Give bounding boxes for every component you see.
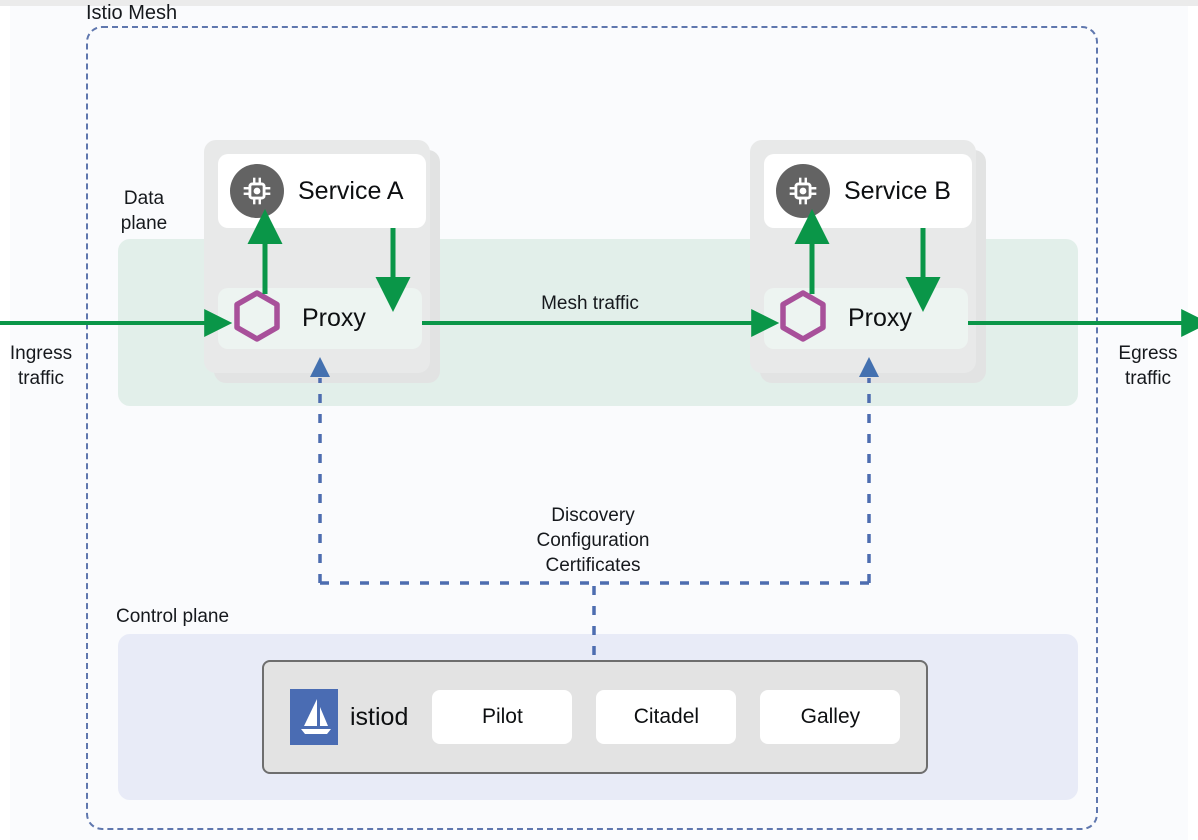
pod-b-front-layer: Service B Proxy: [750, 140, 976, 373]
istio-sail-logo-icon: [290, 689, 338, 745]
left-gutter: [0, 6, 10, 840]
pod-service-a[interactable]: Service A Proxy: [204, 140, 440, 383]
top-strip: [0, 0, 1198, 6]
control-plane-label: Control plane: [116, 606, 230, 627]
proxy-b-box[interactable]: Proxy: [764, 288, 968, 349]
control-signal-certificates: Certificates: [545, 555, 641, 576]
component-pilot[interactable]: Pilot: [432, 690, 573, 744]
service-b-box[interactable]: Service B: [764, 154, 972, 228]
proxy-a-box[interactable]: Proxy: [218, 288, 422, 349]
egress-traffic-label: Egress traffic: [1104, 341, 1192, 391]
ingress-traffic-line2: traffic: [17, 368, 65, 389]
chip-icon: [230, 164, 284, 218]
control-signal-discovery: Discovery: [551, 505, 635, 526]
data-plane-label-line1: Data: [123, 188, 165, 209]
istio-mesh-label: Istio Mesh: [86, 2, 178, 24]
service-b-label: Service B: [844, 176, 951, 205]
mesh-traffic-label: Mesh traffic: [541, 293, 639, 314]
ingress-traffic-label: Ingress traffic: [0, 341, 82, 391]
data-plane-label: Data plane: [108, 186, 180, 236]
component-galley[interactable]: Galley: [760, 690, 901, 744]
right-gutter: [1188, 6, 1198, 840]
service-a-box[interactable]: Service A: [218, 154, 426, 228]
control-signal-configuration: Configuration: [536, 530, 650, 551]
data-plane-label-line2: plane: [120, 213, 168, 234]
hexagon-icon: [778, 290, 828, 347]
control-signals-label: Discovery Configuration Certificates: [500, 503, 686, 578]
component-citadel[interactable]: Citadel: [596, 690, 737, 744]
ingress-traffic-line1: Ingress: [9, 343, 73, 364]
istiod-container[interactable]: istiod Pilot Citadel Galley: [262, 660, 928, 774]
istiod-label: istiod: [350, 702, 409, 731]
proxy-a-label: Proxy: [302, 304, 366, 332]
pod-a-front-layer: Service A Proxy: [204, 140, 430, 373]
egress-traffic-line2: traffic: [1124, 368, 1172, 389]
pod-service-b[interactable]: Service B Proxy: [750, 140, 986, 383]
egress-traffic-line1: Egress: [1118, 343, 1178, 364]
hexagon-icon: [232, 290, 282, 347]
chip-icon: [776, 164, 830, 218]
istio-mesh-boundary: [86, 26, 1098, 830]
proxy-b-label: Proxy: [848, 304, 912, 332]
service-a-label: Service A: [298, 176, 404, 205]
